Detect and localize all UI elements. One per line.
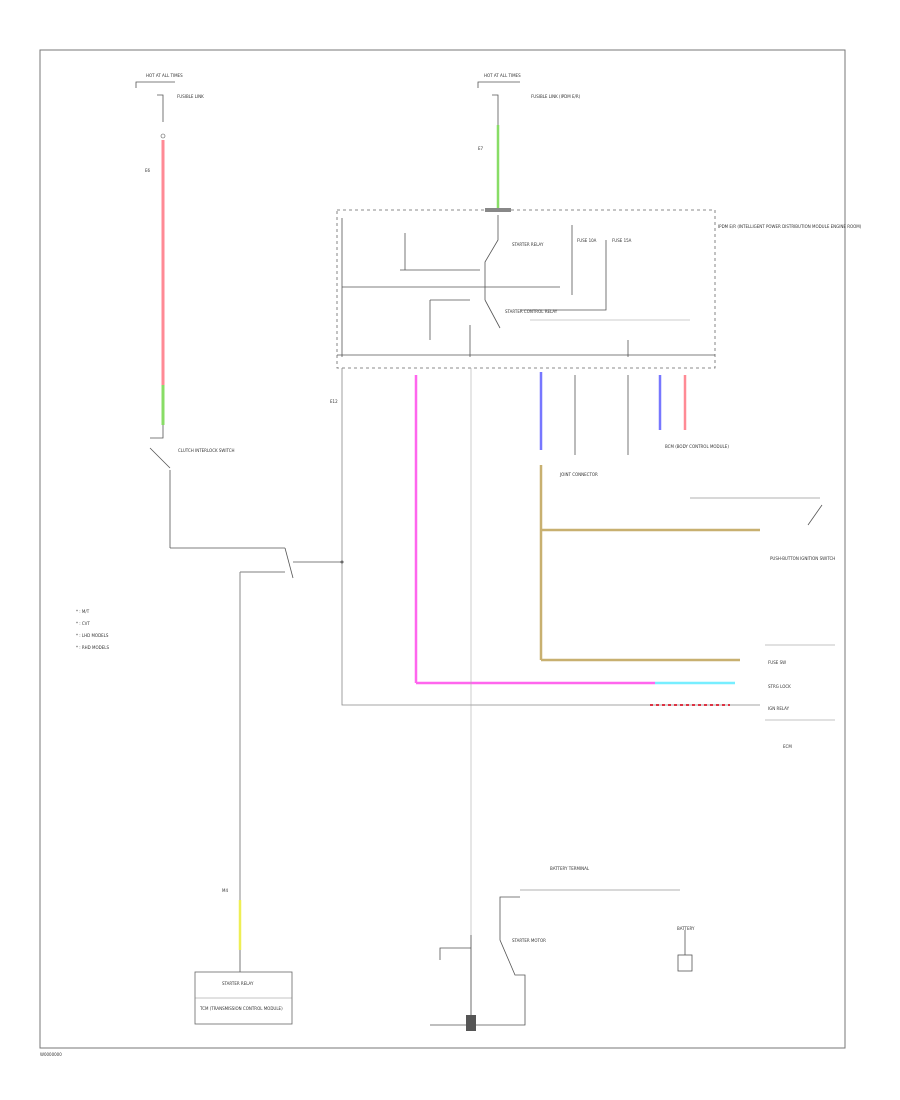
connector-a: E6 xyxy=(145,168,151,173)
ipdm-label: IPDM E/R (INTELLIGENT POWER DISTRIBUTION… xyxy=(718,224,862,229)
battery-terminal-label: BATTERY TERMINAL xyxy=(550,866,590,871)
middle-power-source: HOT AT ALL TIMES FUSIBLE LINK (IPDM E/R) xyxy=(477,73,581,125)
fuse-b-label: FUSE 15A xyxy=(612,238,632,243)
push-switch-label: PUSH-BUTTON IGNITION SWITCH xyxy=(770,556,835,561)
starter-motor-label: STARTER MOTOR xyxy=(512,938,546,943)
legend-4: * : RHD MODELS xyxy=(76,645,109,650)
starter-motor: STARTER MOTOR xyxy=(430,896,546,1031)
junction-switch xyxy=(240,547,344,579)
fuse-a-label: FUSE 10A xyxy=(577,238,597,243)
connector-d: M4 xyxy=(222,888,228,893)
starter-relay-2-label: STARTER CONTROL RELAY xyxy=(505,309,558,314)
joint-connector-label: JOINT CONNECTOR xyxy=(559,472,598,477)
connector-b: E7 xyxy=(478,146,484,151)
footer-code: W0000000 xyxy=(40,1052,62,1057)
middle-source-label: HOT AT ALL TIMES xyxy=(484,73,521,78)
tcm-label: TCM (TRANSMISSION CONTROL MODULE) xyxy=(199,1006,283,1011)
legend-2: * : CVT xyxy=(76,621,90,626)
push-button-switch: PUSH-BUTTON IGNITION SWITCH xyxy=(690,497,835,561)
battery-terminal: BATTERY TERMINAL xyxy=(520,866,680,891)
legend-1: * : M/T xyxy=(76,609,90,614)
legend: * : M/T * : CVT * : LHD MODELS * : RHD M… xyxy=(76,609,109,650)
legend-3: * : LHD MODELS xyxy=(76,633,109,638)
ecm-module: FUSE SW STRG LOCK IGN RELAY ECM xyxy=(765,644,835,749)
left-fuse-label: FUSIBLE LINK xyxy=(177,94,204,99)
tcm-module: STARTER RELAY TCM (TRANSMISSION CONTROL … xyxy=(194,971,293,1025)
row-3-label: IGN RELAY xyxy=(768,706,790,711)
row-2-label: STRG LOCK xyxy=(768,684,791,689)
clutch-interlock-switch: CLUTCH INTERLOCK SWITCH xyxy=(149,425,235,548)
ipdm-module: IPDM E/R (INTELLIGENT POWER DISTRIBUTION… xyxy=(336,208,862,369)
diagram-frame xyxy=(39,49,846,1049)
middle-fuse-label: FUSIBLE LINK (IPDM E/R) xyxy=(531,94,581,99)
clutch-switch-label: CLUTCH INTERLOCK SWITCH xyxy=(178,448,235,453)
left-source-label: HOT AT ALL TIMES xyxy=(146,73,183,78)
bcm-label: BCM (BODY CONTROL MODULE) xyxy=(665,444,729,449)
battery: BATTERY xyxy=(677,926,695,972)
tcm-relay-label: STARTER RELAY xyxy=(222,981,254,986)
starter-relay-1-label: STARTER RELAY xyxy=(512,242,544,247)
battery-label: BATTERY xyxy=(677,926,695,931)
row-1-label: FUSE SW xyxy=(768,660,786,665)
left-power-source: HOT AT ALL TIMES FUSIBLE LINK xyxy=(135,73,204,139)
wire-ipdm-left-drop xyxy=(341,368,760,706)
ecm-label: ECM xyxy=(783,744,792,749)
connector-c: E12 xyxy=(330,399,338,404)
